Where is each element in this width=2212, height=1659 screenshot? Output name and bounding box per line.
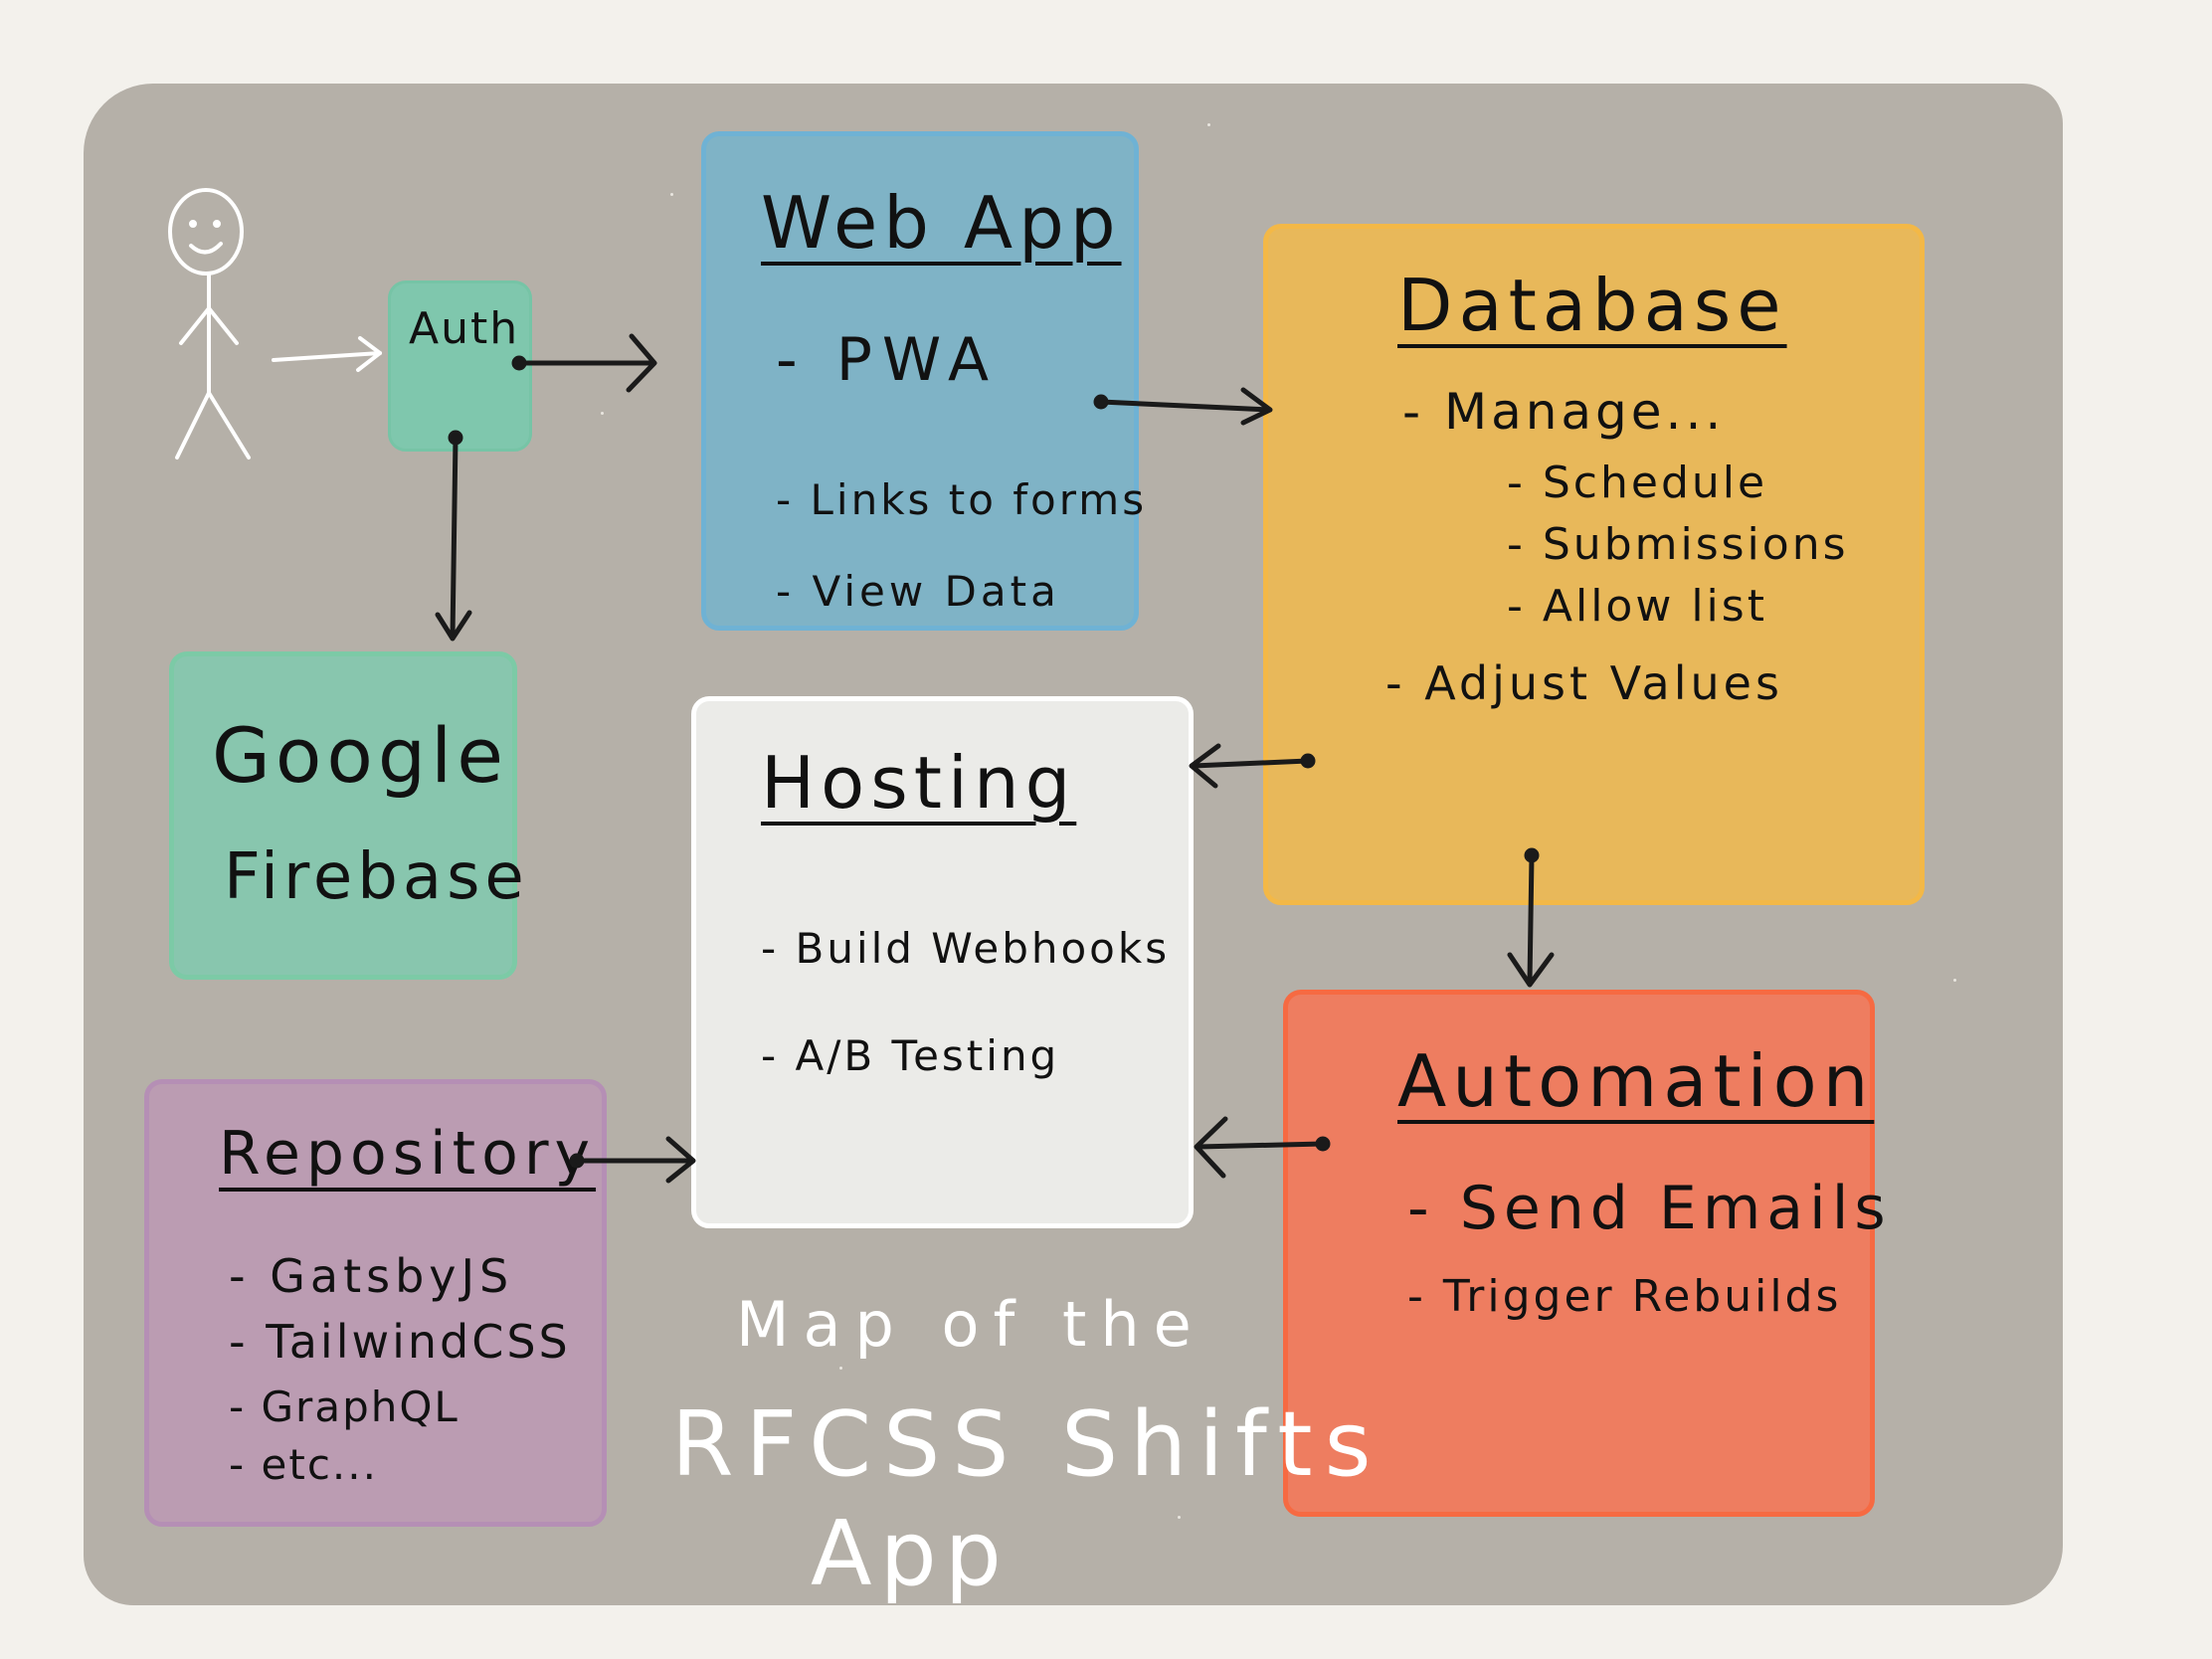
google-firebase-box: Google Firebase bbox=[169, 651, 524, 980]
database-adjust-label: - Adjust Values bbox=[1385, 656, 1783, 710]
automation-item-trigger-rebuilds: Trigger Rebuilds bbox=[1407, 1271, 1892, 1322]
firebase-title-line1: Google bbox=[212, 711, 509, 800]
auth-label: Auth bbox=[409, 303, 520, 354]
caption-line2: RFCSS Shifts bbox=[671, 1392, 1383, 1497]
database-manage-label: - Manage... bbox=[1402, 383, 1726, 441]
caption-line3: App bbox=[811, 1502, 1010, 1606]
automation-item-send-emails: Send Emails bbox=[1407, 1174, 1892, 1243]
user-stick-figure-icon bbox=[168, 188, 251, 460]
database-item-schedule: Schedule bbox=[1507, 453, 1849, 514]
database-manage-items: Schedule Submissions Allow list bbox=[1507, 453, 1849, 638]
auth-box: Auth bbox=[388, 280, 532, 452]
hosting-title: Hosting bbox=[761, 741, 1077, 825]
hosting-box: Hosting Build Webhooks A/B Testing bbox=[691, 696, 1194, 1228]
repository-title: Repository bbox=[219, 1119, 597, 1189]
automation-title: Automation bbox=[1397, 1039, 1875, 1123]
firebase-title-line2: Firebase bbox=[224, 840, 529, 914]
automation-items: Send Emails Trigger Rebuilds bbox=[1407, 1174, 1892, 1322]
repository-item-graphql: GraphQL bbox=[229, 1375, 571, 1440]
web-app-item-links: Links to forms bbox=[776, 455, 1147, 546]
hosting-item-ab-testing: A/B Testing bbox=[761, 1003, 1170, 1110]
database-item-submissions: Submissions bbox=[1507, 514, 1849, 576]
repository-item-tailwindcss: TailwindCSS bbox=[229, 1309, 571, 1375]
web-app-box: Web App PWA Links to forms View Data bbox=[701, 131, 1144, 631]
manage-text: Manage... bbox=[1443, 383, 1726, 441]
web-app-item-pwa: PWA bbox=[776, 325, 999, 395]
adjust-text: Adjust Values bbox=[1424, 656, 1783, 710]
web-app-title: Web App bbox=[761, 181, 1122, 265]
hosting-items: Build Webhooks A/B Testing bbox=[761, 895, 1170, 1110]
caption-line1: Map of the bbox=[736, 1288, 1205, 1361]
repository-item-etc: etc... bbox=[229, 1440, 571, 1490]
database-title: Database bbox=[1397, 264, 1787, 347]
database-item-allow-list: Allow list bbox=[1507, 576, 1849, 638]
database-box: Database - Manage... Schedule Submission… bbox=[1263, 224, 1925, 905]
automation-box: Automation Send Emails Trigger Rebuilds bbox=[1283, 990, 1886, 1517]
repository-box: Repository GatsbyJS TailwindCSS GraphQL … bbox=[144, 1079, 607, 1527]
web-app-sub-items: Links to forms View Data bbox=[776, 455, 1147, 638]
hosting-item-build-webhooks: Build Webhooks bbox=[761, 895, 1170, 1003]
repository-item-gatsbyjs: GatsbyJS bbox=[229, 1243, 571, 1309]
web-app-item-view-data: View Data bbox=[776, 546, 1147, 638]
repository-items: GatsbyJS TailwindCSS GraphQL etc... bbox=[229, 1243, 571, 1490]
web-app-items: PWA bbox=[776, 325, 999, 395]
